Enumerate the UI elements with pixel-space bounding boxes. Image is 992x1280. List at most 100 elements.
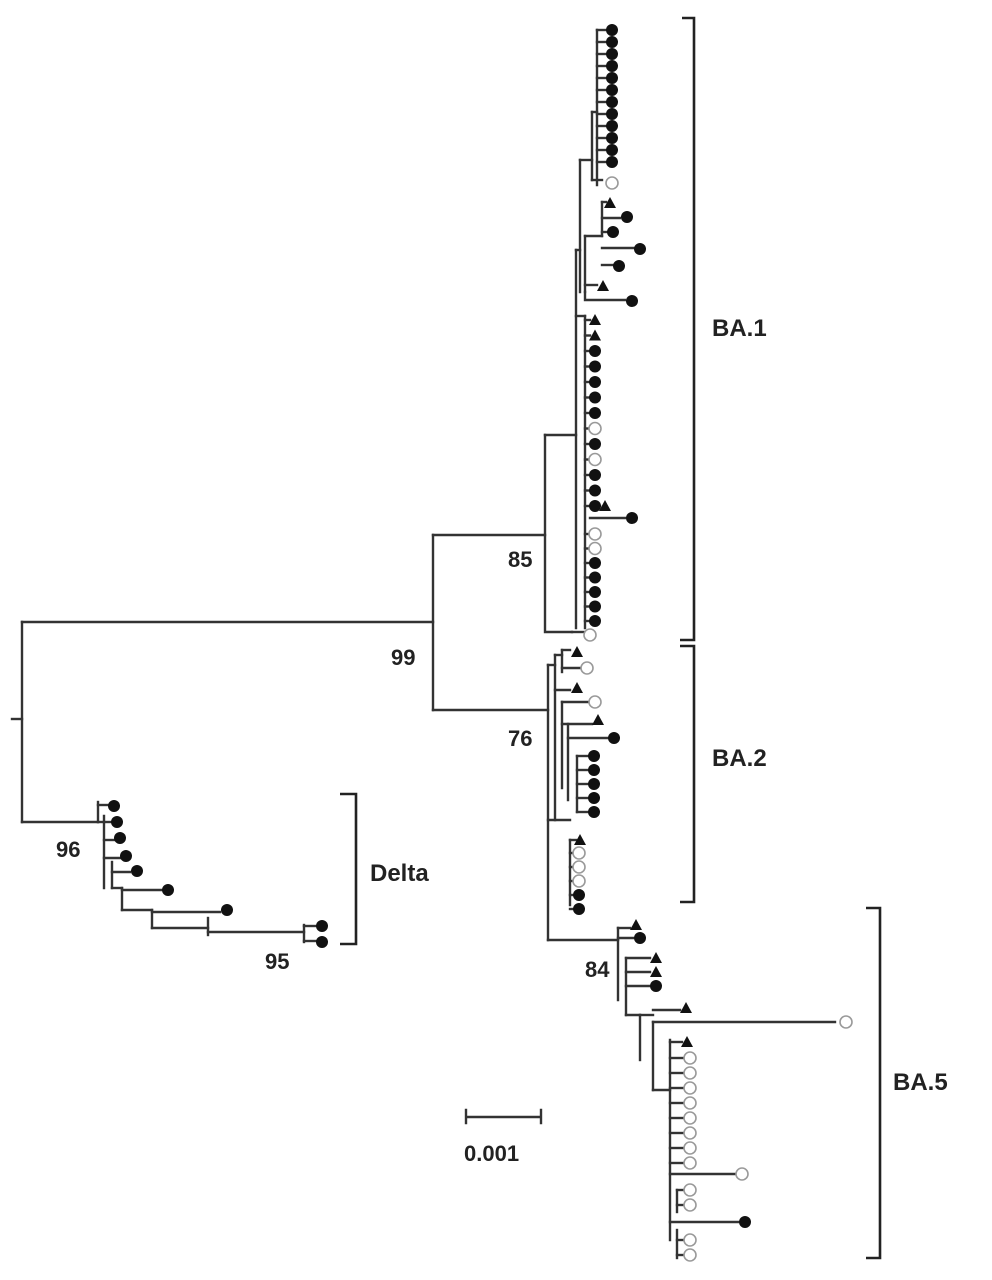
triangle-tip-marker [604,197,616,208]
triangle-tip-marker [597,280,609,291]
filled-circle-tip-marker [739,1216,751,1228]
open-circle-tip-marker [683,1156,697,1170]
filled-circle-tip-marker [114,832,126,844]
open-circle-tip-marker [683,1051,697,1065]
filled-circle-tip-marker [588,806,600,818]
triangle-tip-marker [592,714,604,725]
open-circle-tip-marker [683,1126,697,1140]
bootstrap-value: 84 [585,957,610,982]
triangle-tip-marker [681,1036,693,1047]
open-circle-tip-marker [683,1081,697,1095]
filled-circle-tip-marker [621,211,633,223]
open-circle-tip-marker [683,1248,697,1262]
clade-bracket-delta [340,792,358,946]
filled-circle-tip-marker [606,48,618,60]
open-circle-tip-marker [683,1111,697,1125]
clade-bracket-ba5 [866,906,882,1260]
clade-label-ba5: BA.5 [893,1069,948,1096]
filled-circle-tip-marker [573,903,585,915]
triangle-tip-marker [630,919,642,930]
filled-circle-tip-marker [589,571,601,584]
filled-circle-tip-marker [221,904,233,916]
clade-label-ba1: BA.1 [712,315,767,342]
open-circle-tip-marker [683,1066,697,1080]
filled-circle-tip-marker [589,484,601,497]
open-circle-tip-marker [588,452,602,467]
scale-bar-label: 0.001 [464,1141,519,1166]
open-circle-tip-marker [572,846,586,860]
tree-branch [583,290,627,302]
filled-circle-tip-marker [606,36,618,48]
filled-circle-tip-marker [588,778,600,790]
filled-circle-tip-marker [606,132,618,144]
scale-bar-line [464,1108,543,1125]
triangle-tip-marker [650,966,662,977]
filled-circle-tip-marker [588,750,600,762]
filled-circle-tip-marker [626,295,638,307]
filled-circle-tip-marker [588,764,600,776]
filled-circle-tip-marker [589,391,601,404]
filled-circle-tip-marker [162,884,174,896]
filled-circle-tip-marker [316,936,328,948]
filled-circle-tip-marker [589,376,601,388]
tree-branch [543,433,574,634]
bootstrap-value: 99 [391,645,415,670]
filled-circle-tip-marker [589,407,601,419]
filled-circle-tip-marker [634,932,646,944]
filled-circle-tip-marker [589,438,601,450]
filled-circle-tip-marker [606,120,618,132]
triangle-tip-marker [589,329,601,341]
filled-circle-tip-marker [111,816,123,828]
open-circle-tip-marker [683,1096,697,1110]
open-circle-tip-marker [588,421,602,436]
triangle-tip-marker [599,500,611,511]
scale-bar: 0.001 [464,1108,543,1166]
open-circle-tip-marker [683,1233,697,1247]
open-circle-tip-marker [588,527,602,541]
filled-circle-tip-marker [606,144,618,156]
filled-circle-tip-marker [606,84,618,96]
filled-circle-tip-marker [108,800,120,812]
filled-circle-tip-marker [589,586,601,598]
filled-circle-tip-marker [606,72,618,84]
open-circle-tip-marker [683,1183,697,1197]
triangle-tip-marker [571,682,583,693]
bootstrap-value: 85 [508,547,532,572]
open-circle-tip-marker [839,1015,853,1029]
clade-label-delta: Delta [370,860,429,887]
triangle-tip-marker [680,1002,692,1013]
filled-circle-tip-marker [589,557,601,569]
clade-label-ba2: BA.2 [712,745,767,772]
open-circle-tip-marker [605,176,619,190]
filled-circle-tip-marker [606,24,618,36]
filled-circle-tip-marker [573,889,585,901]
open-circle-tip-marker [735,1167,749,1181]
clade-bracket-ba2 [680,644,696,904]
filled-circle-tip-marker [606,156,618,168]
filled-circle-tip-marker [131,865,143,877]
filled-circle-tip-marker [650,980,662,992]
open-circle-tip-marker [572,874,586,888]
filled-circle-tip-marker [316,920,328,932]
triangle-tip-marker [571,646,583,657]
filled-circle-tip-marker [589,469,601,481]
triangle-tip-marker [574,834,586,845]
filled-circle-tip-marker [607,226,619,238]
filled-circle-tip-marker [589,345,601,357]
bootstrap-value: 76 [508,726,532,751]
filled-circle-tip-marker [120,850,132,862]
tree-tips [108,24,853,1262]
filled-circle-tip-marker [589,500,601,512]
filled-circle-tip-marker [626,512,638,524]
clade-bracket-ba1 [680,16,696,642]
triangle-tip-marker [589,314,601,325]
open-circle-tip-marker [588,541,602,556]
filled-circle-tip-marker [606,108,618,120]
open-circle-tip-marker [683,1198,697,1212]
filled-circle-tip-marker [606,60,618,72]
filled-circle-tip-marker [606,96,618,108]
open-circle-tip-marker [580,661,594,675]
filled-circle-tip-marker [608,732,620,744]
filled-circle-tip-marker [589,360,601,373]
